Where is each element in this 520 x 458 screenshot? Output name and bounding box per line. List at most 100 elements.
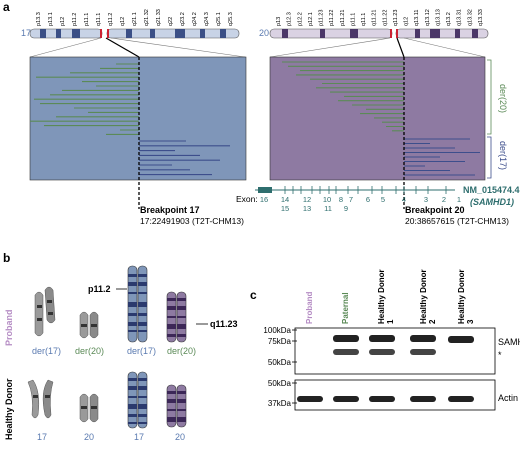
breakpoint-17-coord: 17:22491903 (T2T-CHM13) <box>140 216 244 226</box>
band-label: q22 <box>168 17 174 26</box>
band <box>167 306 176 310</box>
band-label: q24.3 <box>204 12 210 26</box>
band-label: q13.33 <box>478 9 484 26</box>
band <box>128 292 137 294</box>
band <box>167 316 176 318</box>
actin-blot <box>294 379 496 411</box>
der17-label: der(17) <box>498 141 508 170</box>
band-label: q11.1 <box>361 13 367 26</box>
samhd1-bands <box>333 335 474 355</box>
band-label: q11.1 <box>96 13 102 26</box>
band <box>177 298 186 301</box>
band <box>167 399 176 403</box>
band <box>138 386 147 390</box>
band-label: p12.3 <box>287 12 293 26</box>
band <box>128 313 137 316</box>
healthy-17-ideogram <box>127 371 148 429</box>
band-label: q25.1 <box>216 12 222 26</box>
band <box>128 302 137 307</box>
lane-label: Paternal <box>341 292 350 324</box>
band <box>128 274 137 277</box>
band <box>128 282 137 286</box>
exon-number: 1 <box>457 195 461 204</box>
band <box>138 292 147 294</box>
band <box>138 404 147 409</box>
chr20-zoom-line-break <box>396 37 405 58</box>
band-label: q11.2 <box>108 13 114 26</box>
transcript-id: NM_015474.4 <box>463 185 520 195</box>
row-label-healthy: Healthy Donor <box>4 378 14 440</box>
exon-number: 4 <box>402 195 406 204</box>
proband-caption-3: der(17) <box>127 346 156 356</box>
proband-der20-karyotype <box>79 311 99 339</box>
band-label: q12 <box>404 17 410 26</box>
band-label: q24.2 <box>192 12 198 26</box>
band <box>167 417 176 422</box>
exon-number: 15 <box>281 204 289 213</box>
gene-name: (SAMHD1) <box>470 197 514 207</box>
band-label: q13.31 <box>457 9 463 26</box>
band-label: q13.13 <box>435 9 441 26</box>
proband-der17-ideogram <box>127 265 148 343</box>
lane-label-line: Healthy Donor <box>419 269 428 324</box>
band-label: q13.32 <box>467 9 473 26</box>
chr20-number: 20 <box>259 28 269 38</box>
chr17-zoom-line-break <box>105 37 140 58</box>
proband-caption-4: der(20) <box>167 346 196 356</box>
panel-b-label: b <box>3 251 10 265</box>
healthy-caption-1: 17 <box>37 432 47 442</box>
band-label: q13.12 <box>425 9 431 26</box>
breakpoint-17-title: Breakpoint 17 <box>140 205 200 215</box>
band-label: p11.21 <box>340 10 346 26</box>
band-label: q11.23 <box>393 10 399 26</box>
breakpoint-20-title: Breakpoint 20 <box>405 205 465 215</box>
actin-label: Actin <box>498 393 518 403</box>
healthy-20-karyotype <box>79 393 99 423</box>
band <box>128 396 137 398</box>
marker-label: 75kDa <box>268 337 292 346</box>
exon-label: Exon: <box>236 194 258 204</box>
asterisk-label: * <box>498 350 502 360</box>
exon-number: 14 <box>281 195 289 204</box>
band-label: p12.1 <box>308 12 314 26</box>
chr20-zoom-line-left <box>269 37 391 58</box>
lane-label: Proband <box>305 291 314 324</box>
exon-number: 3 <box>424 195 428 204</box>
marker-label: 50kDa <box>268 379 292 388</box>
chr20-zoom-panel <box>269 56 486 181</box>
band-label: q11.22 <box>382 10 388 26</box>
exon-number: 11 <box>324 204 332 213</box>
marker-label: 100kDa <box>263 326 291 335</box>
band-label: p13.1 <box>48 12 54 26</box>
band-label: q11.21 <box>372 10 378 26</box>
band <box>177 399 186 403</box>
exon-number: 10 <box>323 195 331 204</box>
chromatid <box>176 384 187 428</box>
exon-number: 16 <box>260 195 268 204</box>
proband-caption-1: der(17) <box>32 346 61 356</box>
band <box>177 334 186 337</box>
der20-label: der(20) <box>498 84 508 113</box>
exon-number: 9 <box>344 204 348 213</box>
panel-a-label: a <box>3 0 10 14</box>
chr17-number: 17 <box>21 28 31 38</box>
lane-label-line: Healthy Donor <box>377 269 386 324</box>
q11-23-label: q11.23 <box>210 319 238 329</box>
band <box>138 422 147 424</box>
chr20-zoom-line-right <box>403 37 486 58</box>
lane-label-line: 3 <box>466 319 475 324</box>
band <box>138 330 147 332</box>
band <box>138 302 147 307</box>
breakpoint-20-coord: 20:38657615 (T2T-CHM13) <box>405 216 509 226</box>
chr20-ideogram <box>269 28 489 39</box>
band <box>167 324 176 329</box>
chr17-ideogram <box>29 28 240 39</box>
p11-2-label: p11.2 <box>88 284 111 294</box>
band-label: q21.32 <box>144 9 150 26</box>
band-label: p12 <box>60 17 66 26</box>
